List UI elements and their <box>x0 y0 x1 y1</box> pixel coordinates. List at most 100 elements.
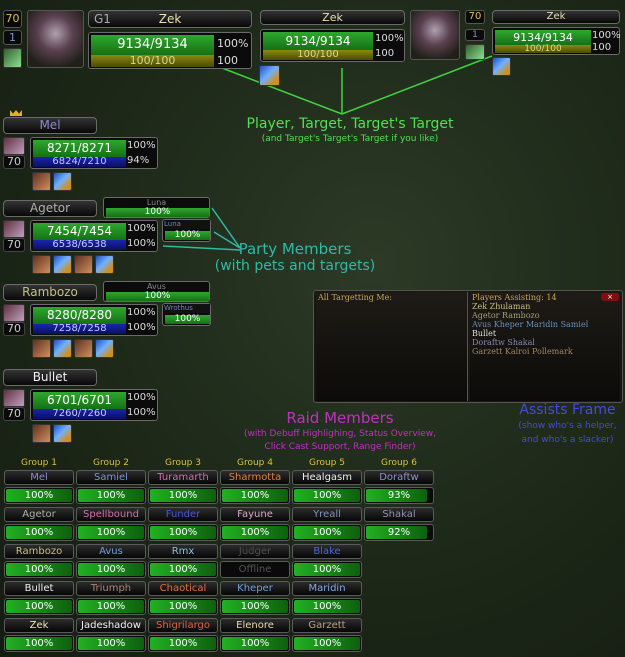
raid-member-health[interactable]: 100% <box>220 487 290 504</box>
raid-member-health[interactable]: 100% <box>4 561 74 578</box>
raid-member-health[interactable]: 100% <box>292 635 362 652</box>
raid-member-name[interactable]: Funder <box>148 507 218 522</box>
raid-member-name[interactable]: Chaotical <box>148 581 218 596</box>
player-bars[interactable]: 9134/9134 100/100 100% 100 <box>88 32 252 69</box>
target-name[interactable]: Zek <box>260 10 405 25</box>
raid-member-health[interactable]: Offline <box>220 561 290 578</box>
raid-member-pct: 100% <box>240 490 270 501</box>
raid-member-name[interactable]: Shakal <box>364 507 434 522</box>
close-icon[interactable]: × <box>601 293 619 301</box>
raid-member-name[interactable]: Spellbound <box>76 507 146 522</box>
raid-member-name[interactable]: Triumph <box>76 581 146 596</box>
raid-member-health[interactable]: 100% <box>4 598 74 615</box>
raid-member-name[interactable]: Turamarth <box>148 470 218 485</box>
health-fill <box>366 526 427 539</box>
raid-member-health[interactable]: 100% <box>148 487 218 504</box>
buff-icon[interactable] <box>74 255 93 274</box>
raid-member-name[interactable]: Avus <box>76 544 146 559</box>
assists-frame[interactable]: All Targetting Me: Players Assisting: 14… <box>313 290 623 403</box>
raid-member-health[interactable]: 92% <box>364 524 434 541</box>
buff-icon[interactable] <box>95 339 114 358</box>
raid-member-health[interactable]: 100% <box>4 635 74 652</box>
tot-bars[interactable]: 9134/9134 100/100 100% 100 <box>492 27 621 55</box>
raid-member-health[interactable]: 100% <box>148 635 218 652</box>
target-portrait[interactable] <box>410 10 460 60</box>
party-level: 70 <box>3 238 25 252</box>
raid-member-health[interactable]: 93% <box>364 487 434 504</box>
buff-icon[interactable] <box>32 339 51 358</box>
buff-icon[interactable] <box>32 255 51 274</box>
tot-name[interactable]: Zek <box>492 10 620 24</box>
raid-member-name[interactable]: Maridin <box>292 581 362 596</box>
buff-icon[interactable] <box>53 255 72 274</box>
party-name[interactable]: Bullet <box>3 369 97 386</box>
raid-member-pct: 100% <box>24 601 54 612</box>
raid-member-health[interactable]: 100% <box>220 598 290 615</box>
raid-member-health[interactable]: 100% <box>220 524 290 541</box>
raid-member-name[interactable]: Healgasm <box>292 470 362 485</box>
raid-member-name[interactable]: Agetor <box>4 507 74 522</box>
raid-member-health[interactable]: 100% <box>148 598 218 615</box>
buff-icon[interactable] <box>32 172 51 191</box>
raid-member-health[interactable]: 100% <box>292 598 362 615</box>
raid-member-name[interactable]: Jadeshadow <box>76 618 146 633</box>
raid-member-health[interactable]: 100% <box>76 635 146 652</box>
buff-icon[interactable] <box>53 339 72 358</box>
raid-member-health[interactable]: 100% <box>148 561 218 578</box>
raid-member-health[interactable]: 100% <box>292 524 362 541</box>
party-name[interactable]: Mel <box>3 117 97 134</box>
party-hp-pct: 100% <box>127 392 156 403</box>
raid-member-name[interactable]: Sharmotta <box>220 470 290 485</box>
raid-member-name[interactable]: Rambozo <box>4 544 74 559</box>
raid-member-name[interactable]: Elenore <box>220 618 290 633</box>
health-fill <box>150 526 216 539</box>
raid-member-health[interactable]: 100% <box>4 524 74 541</box>
raid-member-health[interactable]: 100% <box>148 524 218 541</box>
raid-member-health[interactable]: 100% <box>4 487 74 504</box>
health-fill <box>294 563 360 576</box>
raid-member-pct: 100% <box>168 601 198 612</box>
raid-member-health[interactable]: 100% <box>76 598 146 615</box>
party-name[interactable]: Agetor <box>3 200 97 217</box>
buff-icon[interactable] <box>259 65 280 86</box>
party-name[interactable]: Rambozo <box>3 284 97 301</box>
raid-member-health[interactable]: 100% <box>76 561 146 578</box>
buff-icon[interactable] <box>53 424 72 443</box>
buff-icon[interactable] <box>53 172 72 191</box>
raid-member-health[interactable]: 100% <box>76 487 146 504</box>
party-mana-pct: 94% <box>127 155 150 166</box>
raid-member-health[interactable]: 100% <box>292 487 362 504</box>
raid-member-name[interactable]: Kheper <box>220 581 290 596</box>
buff-icon[interactable] <box>95 255 114 274</box>
raid-member-health[interactable]: 100% <box>76 524 146 541</box>
buff-icon[interactable] <box>74 339 93 358</box>
raid-member-health[interactable]: 100% <box>220 635 290 652</box>
raid-member-name[interactable]: Fayune <box>220 507 290 522</box>
target-bars[interactable]: 9134/9134 100/100 100% 100 <box>260 29 405 62</box>
buff-icon[interactable] <box>32 424 51 443</box>
raid-member-name[interactable]: Shigrilargo <box>148 618 218 633</box>
raid-member-name[interactable]: Blake <box>292 544 362 559</box>
buff-icon[interactable] <box>492 57 511 76</box>
raid-member-name[interactable]: Samiel <box>76 470 146 485</box>
raid-member-name[interactable]: Zek <box>4 618 74 633</box>
raid-member-name[interactable]: Mel <box>4 470 74 485</box>
raid-member-name[interactable]: Judger <box>220 544 290 559</box>
raid-member-pct: Offline <box>238 564 272 575</box>
raid-member-name[interactable]: Garzett <box>292 618 362 633</box>
raid-member-name[interactable]: Doraftw <box>364 470 434 485</box>
player-portrait[interactable] <box>27 10 84 68</box>
raid-member-name[interactable]: Rmx <box>148 544 218 559</box>
raid-member-health[interactable]: 100% <box>292 561 362 578</box>
raid-member-name[interactable]: Bullet <box>4 581 74 596</box>
raid-member-name[interactable]: Yreall <box>292 507 362 522</box>
